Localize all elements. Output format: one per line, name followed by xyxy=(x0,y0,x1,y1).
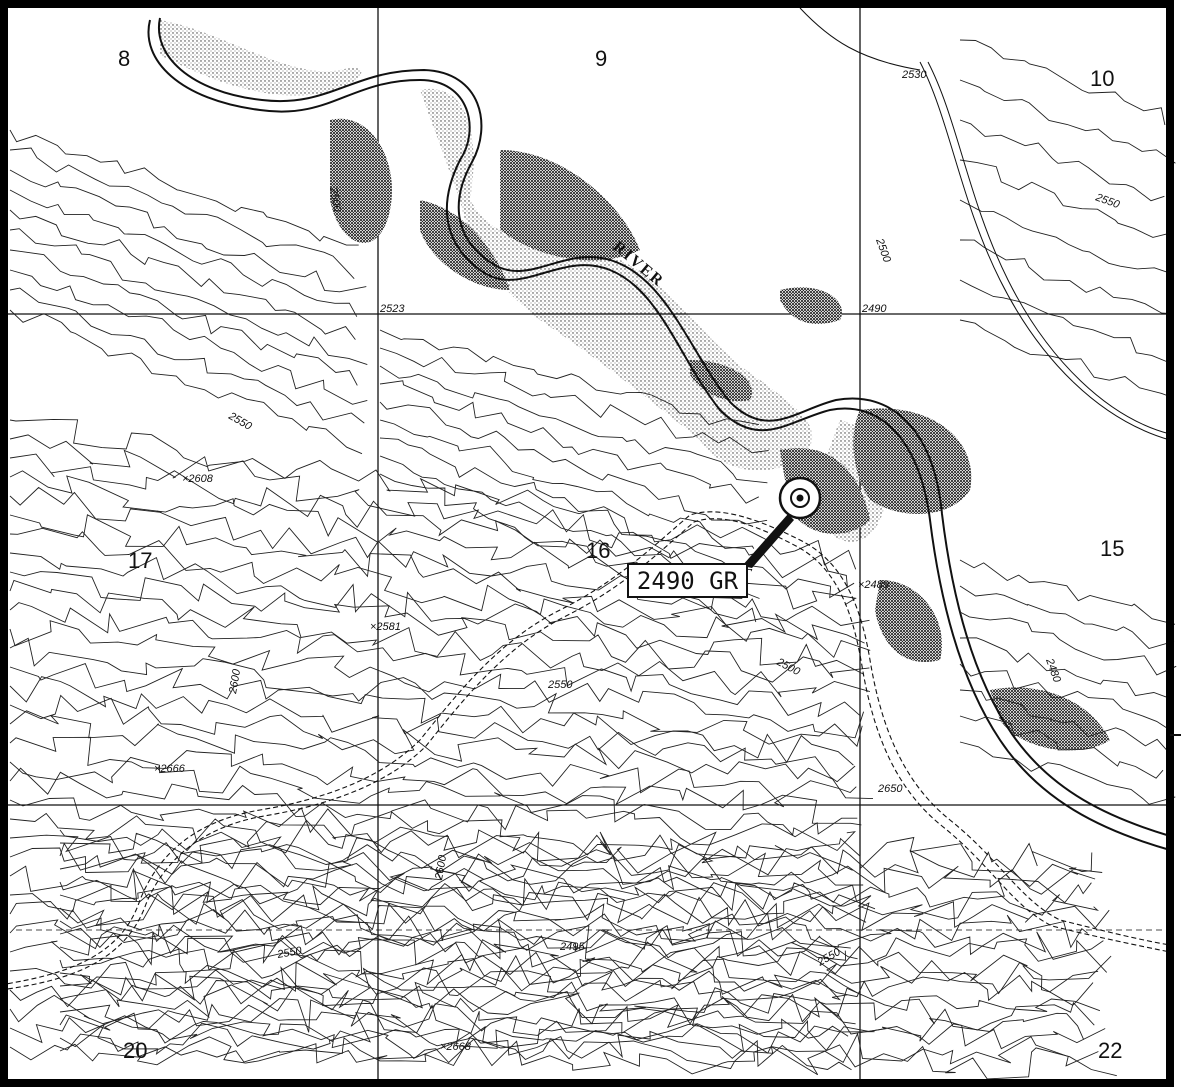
section-number: 17 xyxy=(128,548,152,573)
contour-label: 2600 xyxy=(433,853,449,881)
callout-label: 2490 GR xyxy=(636,566,739,595)
highway xyxy=(799,7,1171,441)
spot-height: ×2608 xyxy=(182,473,214,485)
vegetation-patches xyxy=(330,118,1110,751)
section-number: 22 xyxy=(1098,1038,1122,1063)
contour-label: 2530 xyxy=(901,69,927,81)
callout-label-box: 2490 GR xyxy=(627,563,748,598)
contour-label: 2500 xyxy=(327,185,343,213)
spot-height: ×2668 xyxy=(440,1041,472,1053)
section-numbers: 8 9 10 17 16 15 20 22 xyxy=(118,46,1124,1063)
contour-label: 2650 xyxy=(877,783,903,795)
contour-label: 2490 xyxy=(861,303,887,315)
contour-label: 2495 xyxy=(559,941,585,953)
section-number: 20 xyxy=(123,1038,147,1063)
section-number: 8 xyxy=(118,46,130,71)
contour-label: 2550 xyxy=(547,679,573,691)
contour-lines xyxy=(9,39,1177,1080)
section-number: 10 xyxy=(1090,66,1114,91)
contour-label: 2600 xyxy=(227,667,243,695)
section-number: 15 xyxy=(1100,536,1124,561)
spot-heights: ×2608 ×2581 ×2666 ×2489 ×2668 xyxy=(154,473,889,1053)
spot-height: ×2581 xyxy=(370,621,401,633)
contour-label: 2550 xyxy=(275,945,303,961)
river xyxy=(147,17,1171,851)
station-marker-icon xyxy=(742,476,822,568)
roads xyxy=(0,511,1171,991)
section-number: 16 xyxy=(586,538,610,563)
contour-label: 2523 xyxy=(379,303,405,315)
spot-height: ×2489 xyxy=(858,579,889,591)
section-number: 9 xyxy=(595,46,607,71)
spot-height: ×2666 xyxy=(154,763,186,775)
